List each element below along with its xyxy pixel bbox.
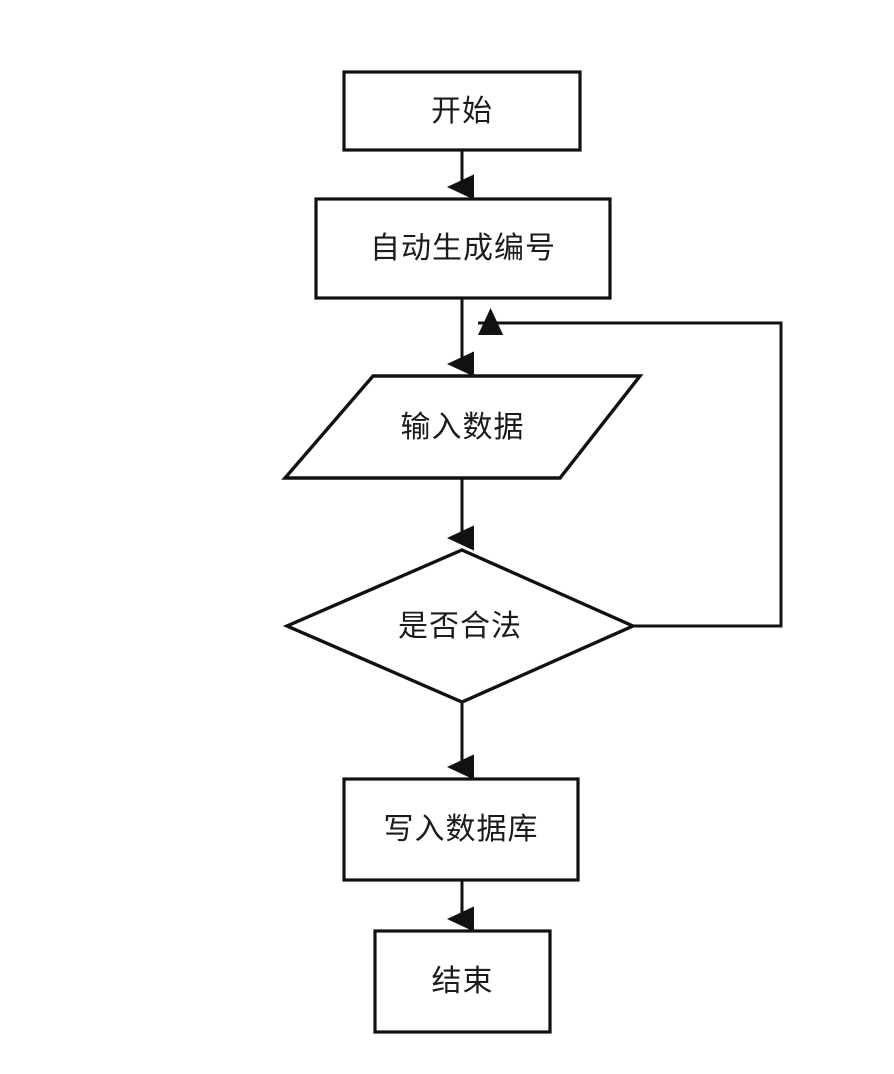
edge-is-valid-loop-back (477, 308, 783, 628)
node-start-shape[interactable] (342, 70, 582, 152)
node-input-data-shape[interactable] (281, 374, 644, 480)
node-auto-number-shape[interactable] (314, 197, 612, 300)
node-end-shape[interactable] (373, 929, 552, 1034)
node-is-valid-shape[interactable] (282, 548, 638, 704)
node-write-db-shape[interactable] (342, 777, 580, 882)
